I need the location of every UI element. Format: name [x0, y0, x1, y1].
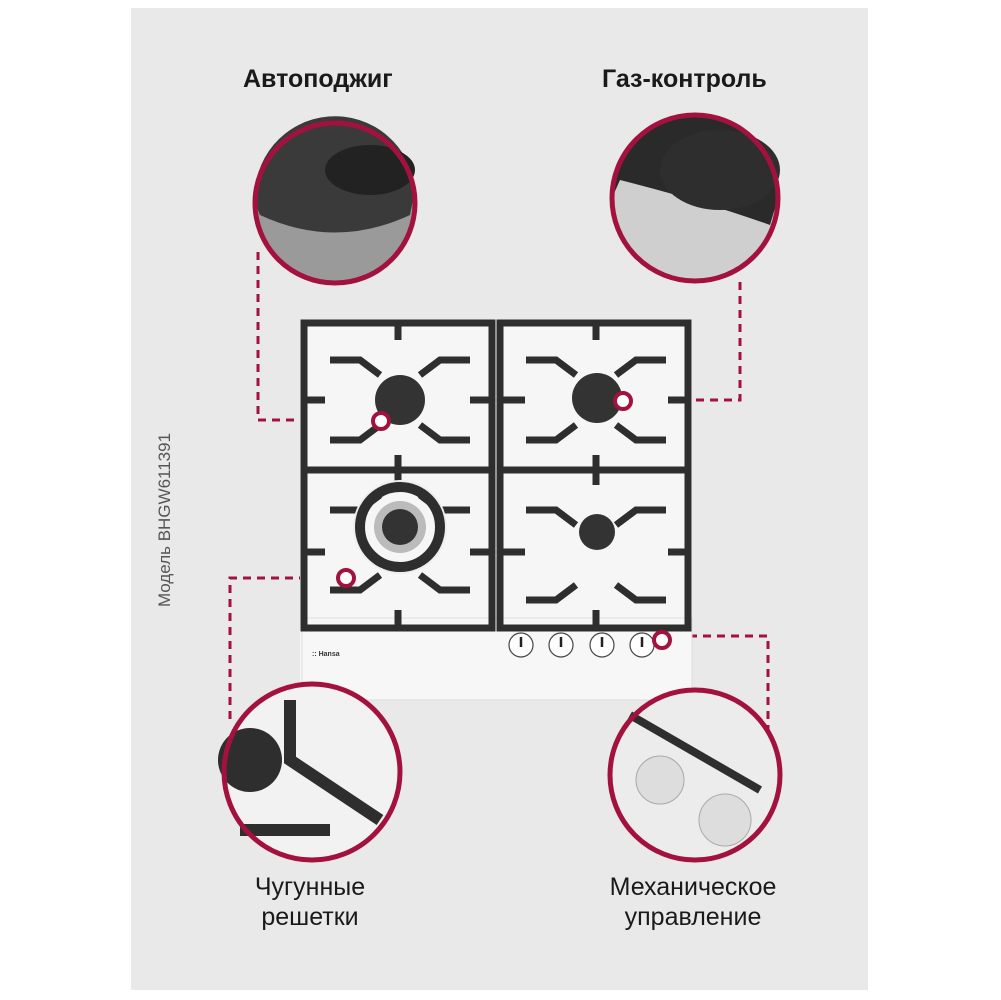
detail-cast-iron-grates	[218, 681, 403, 863]
feature-label-gas-control: Газ-контроль	[602, 65, 767, 93]
wok-burner-icon	[355, 482, 445, 572]
label-line: решетки	[261, 903, 359, 931]
detail-autoignition	[252, 116, 418, 286]
detail-gas-control	[609, 112, 781, 284]
feature-label-autoignition: Автоподжиг	[243, 65, 393, 93]
brand-logo: :: Hansa	[312, 651, 340, 658]
feature-label-mechanical-control: Механическое управление	[588, 872, 798, 932]
feature-label-cast-iron-grates: Чугунные решетки	[240, 872, 380, 932]
cooktop: :: Hansa	[300, 319, 693, 701]
label-line: Механическое	[609, 873, 777, 901]
model-label: Модель BHGW611391	[155, 432, 174, 608]
burner-icon	[572, 373, 622, 423]
burner-icon	[579, 514, 615, 550]
burner-icon	[375, 375, 425, 425]
detail-mechanical-control	[607, 687, 783, 863]
label-line: Чугунные	[254, 873, 366, 901]
label-line: управление	[624, 903, 762, 931]
feature-markers	[336, 391, 672, 650]
